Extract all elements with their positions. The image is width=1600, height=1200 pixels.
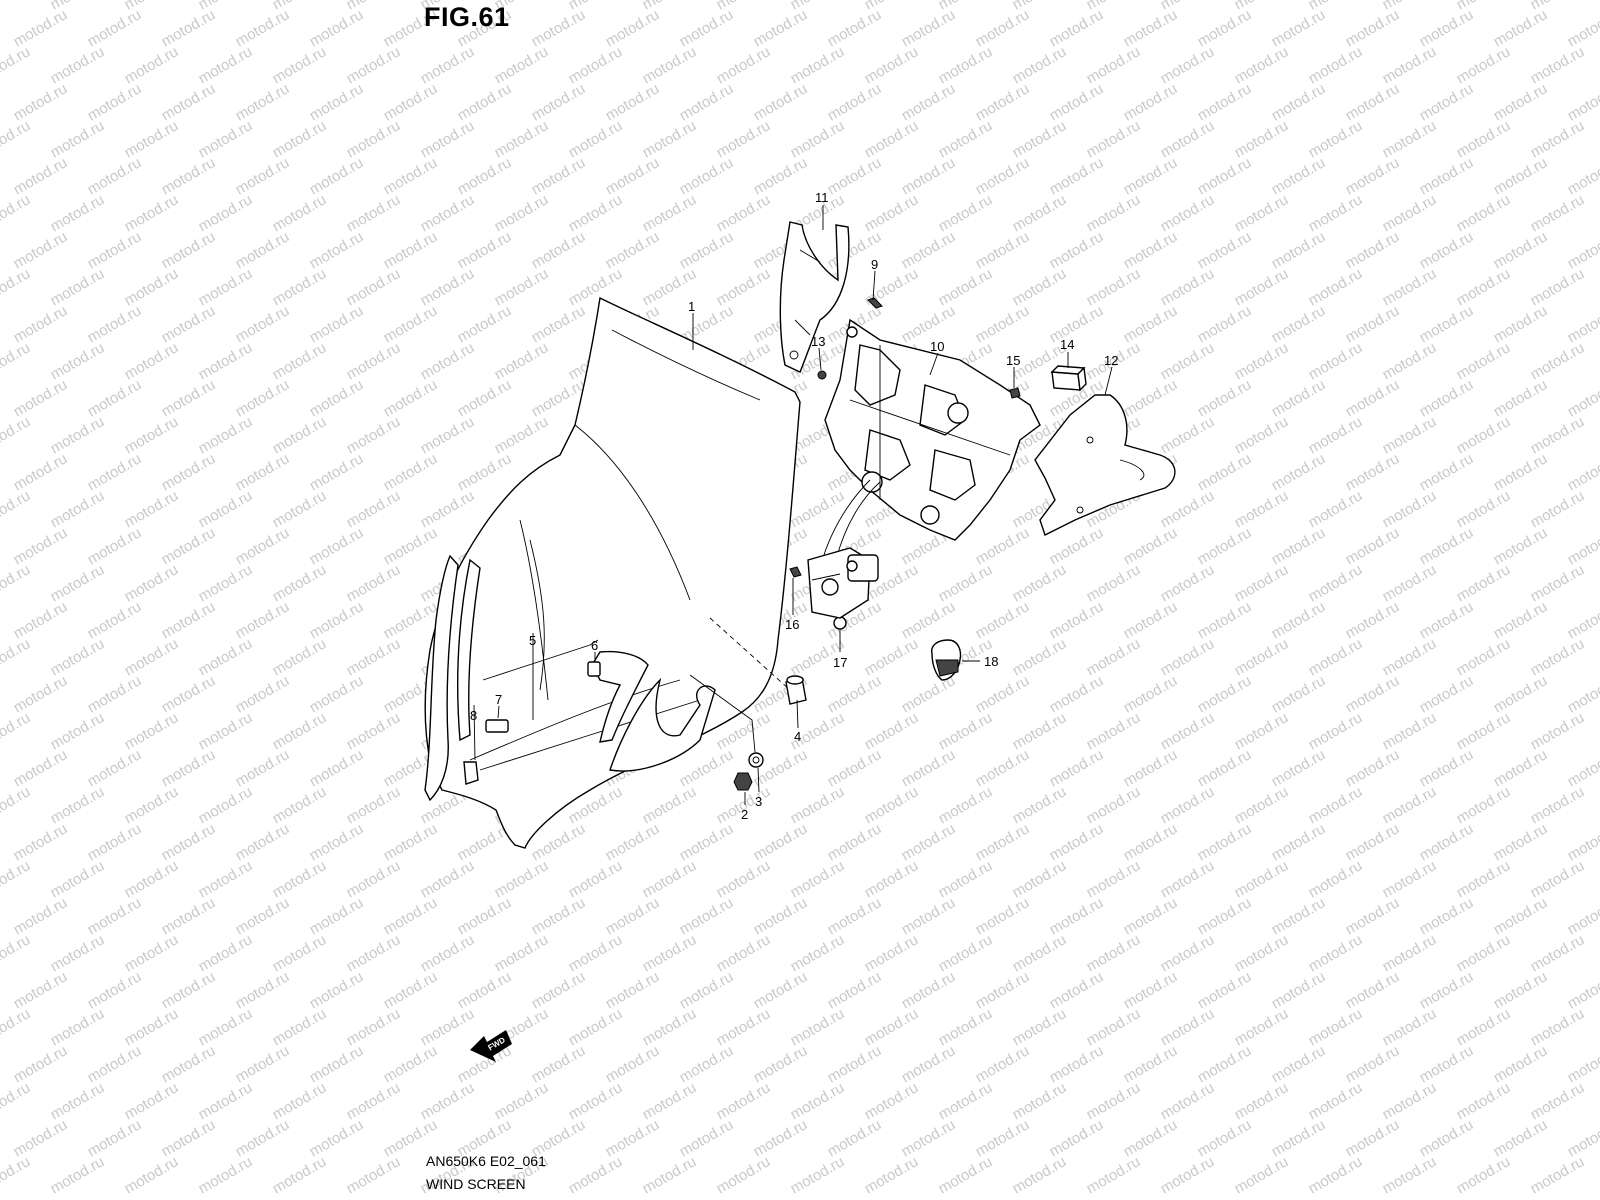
- emblem-7: [485, 719, 509, 733]
- callout-6: 6: [591, 638, 598, 653]
- emblem-6: [587, 661, 601, 677]
- screw-15: [1009, 387, 1021, 399]
- leader-lines: [473, 205, 1113, 805]
- callout-12: 12: [1104, 353, 1118, 368]
- model-code: AN650K6 E02_061: [426, 1153, 546, 1169]
- callout-5: 5: [529, 633, 536, 648]
- callout-3: 3: [755, 794, 762, 809]
- cover-12: [1034, 394, 1176, 536]
- callout-13: 13: [811, 334, 825, 349]
- callout-17: 17: [833, 655, 847, 670]
- callout-15: 15: [1006, 353, 1020, 368]
- section-name: WIND SCREEN: [426, 1176, 526, 1192]
- screen-motor: [807, 479, 881, 619]
- callout-4: 4: [794, 729, 801, 744]
- bolt-16: [789, 566, 802, 578]
- clamp-18: [931, 639, 962, 681]
- figure-title: FIG.61: [424, 2, 510, 32]
- bolt-9: [867, 297, 883, 309]
- washer-3: [748, 752, 764, 768]
- adjuster-frame-10: [824, 318, 1041, 541]
- callout-9: 9: [871, 257, 878, 272]
- fwd-arrow: FWD: [470, 1030, 512, 1062]
- emblem-8: [463, 761, 479, 785]
- nut-13: [817, 370, 827, 380]
- callout-8: 8: [470, 708, 477, 723]
- callout-11: 11: [815, 190, 829, 205]
- nut-17: [833, 616, 847, 630]
- callout-1: 1: [688, 299, 695, 314]
- callout-7: 7: [495, 692, 502, 707]
- bracket-11: [779, 221, 850, 373]
- callout-10: 10: [930, 339, 944, 354]
- grommet-4: [785, 675, 807, 705]
- callout-14: 14: [1060, 337, 1074, 352]
- callout-18: 18: [984, 654, 998, 669]
- windscreen: [424, 296, 801, 849]
- cushion-14: [1050, 365, 1087, 392]
- callout-16: 16: [785, 617, 799, 632]
- callout-2: 2: [741, 807, 748, 822]
- callout-labels: 1 2 3 4 5 6 7 8 9 10 11 12 13 14 15 16 1…: [470, 190, 1118, 822]
- nut-2: [733, 772, 753, 791]
